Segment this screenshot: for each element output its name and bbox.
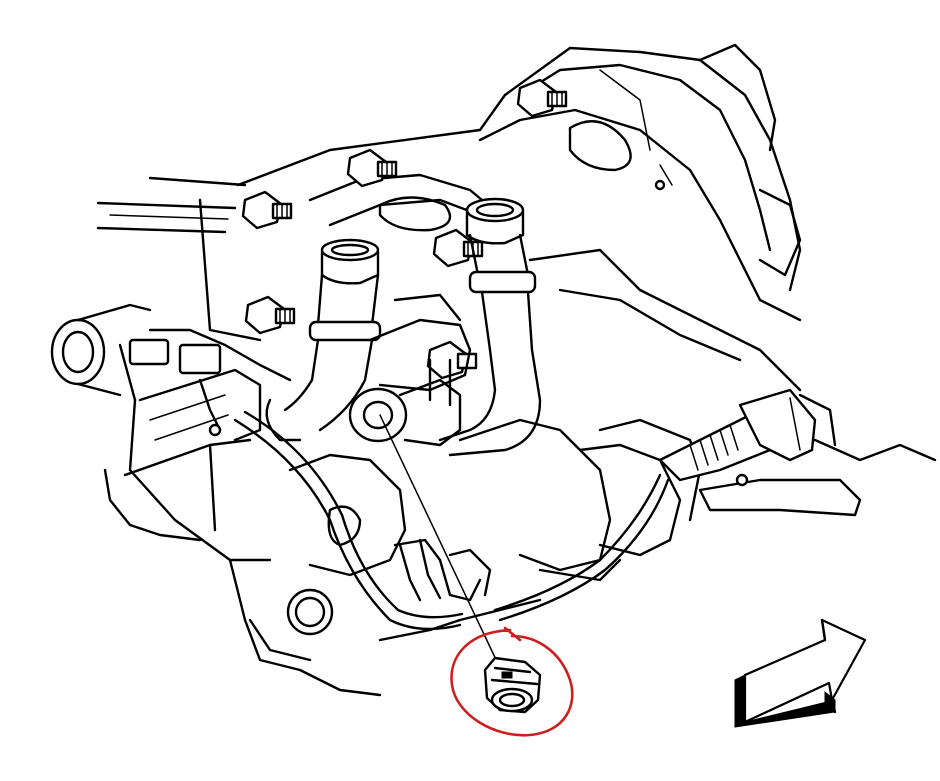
callout-leader-line bbox=[379, 414, 501, 669]
engine-block bbox=[198, 198, 937, 697]
exhaust-manifold bbox=[236, 43, 802, 322]
coolant-pipe-right bbox=[438, 197, 542, 457]
front-direction-arrow bbox=[734, 618, 867, 728]
highlight-circle bbox=[450, 626, 574, 737]
background-bracket bbox=[96, 176, 247, 234]
coolant-pipe-left bbox=[265, 238, 382, 442]
sensor-connector bbox=[483, 656, 542, 714]
central-fitting bbox=[348, 293, 472, 447]
thermostat-housing bbox=[50, 303, 292, 562]
stud-5 bbox=[244, 295, 296, 335]
stud-2 bbox=[346, 148, 398, 188]
sensor-bracket bbox=[393, 538, 492, 602]
stud-3 bbox=[241, 190, 293, 230]
stud-1 bbox=[516, 78, 568, 118]
wiring-harness bbox=[233, 388, 817, 631]
